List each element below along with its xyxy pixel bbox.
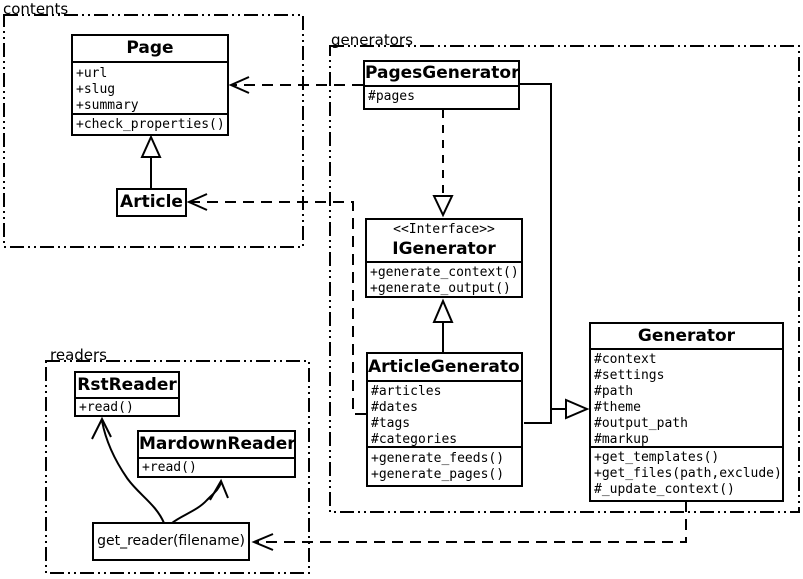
attribute-articles: #articles (371, 384, 442, 399)
association-getreader-rstreader (91, 416, 165, 524)
package-generators-label: generators (331, 31, 413, 49)
generalization-articlegenerator-igenerator (432, 298, 454, 352)
generalization-generators-generator (520, 83, 590, 424)
class-page: Page +url +slug +summary +check_properti… (71, 34, 229, 136)
package-contents-border (3, 14, 304, 248)
class-page-title: Page (126, 38, 174, 58)
class-articlegenerator-title: ArticleGenerator (368, 357, 521, 377)
class-pagesgenerator: PagesGenerator #pages (363, 60, 520, 110)
realization-pagesgenerator-igenerator (432, 110, 454, 218)
method-generate-pages: +generate_pages() (371, 467, 505, 482)
attribute-tags: #tags (371, 416, 411, 431)
class-pagesgenerator-title: PagesGenerator (365, 63, 518, 83)
attribute-url: +url (76, 66, 108, 81)
function-get-reader: get_reader(filename) (92, 522, 250, 561)
class-generator-attributes: #context #settings #path #theme #output_… (591, 348, 782, 447)
attribute-theme: #theme (594, 400, 641, 415)
class-generator-methods: +get_templates() +get_files(path,exclude… (591, 446, 782, 498)
attribute-path: #path (594, 384, 634, 399)
class-igenerator-title: <<Interface>> IGenerator (367, 220, 521, 261)
package-generators-border (329, 45, 800, 513)
class-mardownreader: MardownReader +read() (137, 430, 296, 478)
association-line (171, 482, 222, 524)
class-articlegenerator-attributes: #articles #dates #tags #categories (368, 380, 521, 447)
attribute-summary: +summary (76, 98, 139, 113)
class-mardownreader-methods: +read() (139, 457, 294, 476)
attribute-pages: #pages (368, 89, 415, 104)
attribute-categories: #categories (371, 432, 458, 447)
open-arrowhead-icon (186, 193, 208, 211)
method-check-properties: +check_properties() (76, 117, 225, 132)
method-generate-output: +generate_output() (370, 281, 511, 296)
hollow-triangle-icon (432, 298, 454, 323)
attribute-settings: #settings (594, 368, 665, 383)
dependency-line (256, 501, 687, 543)
method-read: +read() (79, 400, 134, 415)
generalization-line (520, 83, 552, 424)
open-arrowhead-icon (228, 76, 250, 94)
hollow-triangle-icon (565, 398, 590, 420)
attribute-markup: #markup (594, 432, 649, 447)
dependency-generator-getreader (251, 501, 687, 551)
class-igenerator-stereotype: <<Interface>> (393, 222, 495, 237)
method-get-templates: +get_templates() (594, 450, 720, 465)
class-pagesgenerator-attributes: #pages (365, 85, 518, 105)
method-generate-feeds: +generate_feeds() (371, 451, 505, 466)
association-line (101, 420, 165, 524)
class-rstreader: RstReader +read() (74, 371, 180, 417)
open-arrowhead-icon (251, 533, 274, 551)
open-arrowhead-icon (209, 478, 229, 501)
class-generator-title: Generator (637, 326, 736, 346)
class-article: Article (116, 188, 187, 217)
package-readers-border (45, 360, 310, 574)
hollow-triangle-icon (140, 134, 162, 158)
class-articlegenerator: ArticleGenerator #articles #dates #tags … (366, 352, 523, 487)
method-update-context: #_update_context() (594, 482, 735, 497)
class-igenerator: <<Interface>> IGenerator +generate_conte… (365, 218, 523, 298)
method-generate-context: +generate_context() (370, 265, 519, 280)
method-get-files: +get_files(path,exclude) (594, 466, 782, 481)
method-read: +read() (142, 460, 197, 475)
attribute-dates: #dates (371, 400, 418, 415)
open-arrowhead-icon (91, 416, 112, 440)
attribute-context: #context (594, 352, 657, 367)
package-readers-label: readers (50, 346, 107, 364)
hollow-triangle-icon (432, 195, 454, 218)
association-getreader-mardownreader (171, 478, 229, 524)
class-generator: Generator #context #settings #path #them… (589, 322, 784, 502)
package-contents-label: contents (3, 0, 69, 18)
generalization-article-page (140, 134, 162, 188)
class-articlegenerator-methods: +generate_feeds() +generate_pages() (368, 446, 521, 483)
dependency-articlegenerator-article (186, 193, 366, 415)
class-page-methods: +check_properties() (73, 113, 227, 133)
class-article-title: Article (120, 192, 183, 212)
class-mardownreader-title: MardownReader (139, 434, 294, 454)
attribute-slug: +slug (76, 82, 116, 97)
class-igenerator-name: IGenerator (392, 239, 496, 259)
class-rstreader-title: RstReader (77, 375, 177, 395)
class-igenerator-methods: +generate_context() +generate_output() (367, 261, 521, 297)
dependency-line (191, 201, 366, 415)
dependency-pagesgenerator-page (228, 76, 363, 94)
class-rstreader-methods: +read() (76, 397, 178, 416)
class-page-attributes: +url +slug +summary (73, 61, 227, 113)
attribute-output-path: #output_path (594, 416, 688, 431)
